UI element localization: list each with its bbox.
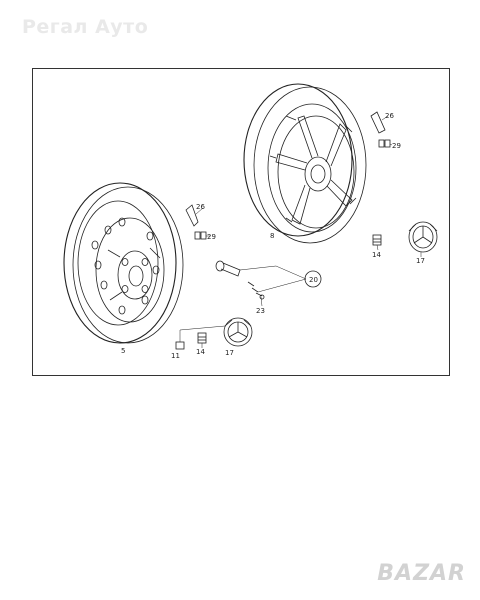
label-part-17-right: 17 [416, 257, 425, 265]
label-part-14-left: 14 [196, 348, 205, 356]
balance-weight-left [185, 204, 199, 227]
wheel-nut [175, 341, 185, 350]
wheel-bolt-right [372, 234, 382, 246]
label-part-11: 11 [171, 352, 180, 360]
bazar-logo: BAZAR [377, 561, 466, 586]
label-part-23: 23 [256, 307, 265, 315]
hub-cap-right [408, 221, 438, 253]
watermark-text: Регал Ауто [22, 16, 149, 38]
label-part-29-right: 29 [392, 142, 401, 150]
alloy-wheel [243, 83, 367, 244]
clip-left [194, 231, 207, 240]
label-part-29-left: 29 [207, 233, 216, 241]
clip-right [378, 139, 391, 148]
steel-wheel [63, 182, 184, 344]
label-part-26-left: 26 [196, 203, 205, 211]
label-part-17-left: 17 [225, 349, 234, 357]
diagram-frame [32, 68, 450, 376]
label-part-5: 5 [121, 347, 125, 355]
valve-assembly [215, 260, 265, 300]
callout-circle-20 [304, 270, 322, 288]
hub-cap-left [223, 317, 253, 347]
leader-lines [179, 115, 422, 348]
label-part-26-right: 26 [385, 112, 394, 120]
balance-weight-right [370, 111, 386, 134]
wheel-bolt-left [197, 332, 207, 344]
label-part-8: 8 [270, 232, 274, 240]
label-part-20: 20 [309, 276, 318, 284]
label-part-14-right: 14 [372, 251, 381, 259]
